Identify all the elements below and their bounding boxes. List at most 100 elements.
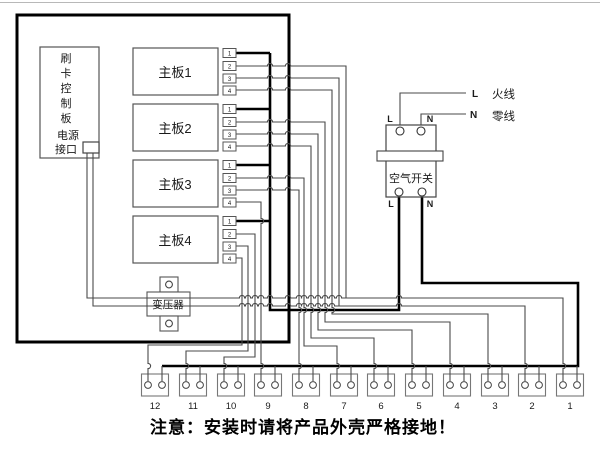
mainboard-1: 主板1 1 2 3 4 <box>132 47 237 96</box>
mainboard-terminal-number: 2 <box>228 177 232 183</box>
block7-feed-wire <box>236 174 341 381</box>
terminal-block-right-screw <box>234 381 242 389</box>
terminal-block-11: 11 <box>178 373 208 412</box>
transformer-label: 变压器 <box>152 298 184 311</box>
live-supply-wire <box>399 92 466 127</box>
block4-feed-wire <box>236 118 454 381</box>
card-control-board-char: 制 <box>61 97 72 110</box>
terminal-block-right-screw <box>309 381 317 389</box>
terminal-block-number: 12 <box>150 401 161 412</box>
mainboard-terminal-number: 2 <box>228 121 232 127</box>
terminal-block-number: 3 <box>492 401 497 412</box>
terminal-block-number: 8 <box>303 401 308 412</box>
terminal-block-12: 12 <box>140 373 170 412</box>
terminal-block-left-screw <box>408 381 416 389</box>
block9-feed-wire <box>236 201 265 381</box>
terminal-block-right-screw <box>460 381 468 389</box>
air-switch-top-n-label: N <box>427 114 434 124</box>
block6-feed-wire <box>236 142 378 381</box>
mainboard-terminal-number: 2 <box>228 65 232 71</box>
neutral-terminal-letter: N <box>470 110 477 121</box>
terminal-block-left-screw <box>144 381 152 389</box>
mainboard-terminal-number: 4 <box>228 201 232 207</box>
mainboard-box <box>132 159 219 208</box>
block5-feed-wire <box>236 130 416 381</box>
mainboard-terminal-number: 1 <box>228 52 232 58</box>
mainboard-terminal <box>222 216 237 226</box>
air-switch: L N L N 空气开关 <box>376 114 444 209</box>
mainboard-terminal <box>222 229 237 239</box>
transformer-bottom-hole <box>165 319 173 328</box>
card-control-board-char: 板 <box>61 111 72 125</box>
terminal-block-right-screw <box>384 381 392 389</box>
terminal-block-9: 9 <box>253 373 283 412</box>
terminal-block-left-screw <box>333 381 341 389</box>
mainboard-terminal <box>222 173 237 183</box>
power-port-label-line1: 电源 <box>57 128 79 142</box>
transformer-top-hole <box>165 280 173 289</box>
mainboard-terminal-number: 4 <box>228 89 232 95</box>
terminal-block-right-screw <box>535 381 543 389</box>
terminal-block-6: 6 <box>366 373 396 412</box>
terminal-block-number: 4 <box>454 401 459 412</box>
transformer <box>146 276 191 332</box>
terminal-block-right-screw <box>196 381 204 389</box>
mainboard-box <box>132 47 219 96</box>
terminal-block-number: 7 <box>341 401 346 412</box>
terminal-block-left-screw <box>370 381 378 389</box>
terminal-block-number: 11 <box>188 401 198 412</box>
terminal-block-4: 4 <box>442 373 472 412</box>
terminal-block-2: 2 <box>517 373 547 412</box>
terminal-block-10: 10 <box>216 373 246 412</box>
terminal-block-left-screw <box>521 381 529 389</box>
terminal-block-right-screw <box>271 381 279 389</box>
terminal-block-right-screw <box>573 381 581 389</box>
mainboard-terminal-number: 2 <box>228 233 232 239</box>
mainboard-terminal-number: 1 <box>228 164 232 170</box>
mainboard-terminal-number: 1 <box>228 220 232 226</box>
air-switch-label: 空气开关 <box>389 171 433 185</box>
top-divider <box>0 2 600 3</box>
mainboard-terminal <box>222 104 237 114</box>
grounding-warning: 注意：安装时请将产品外壳严格接地！ <box>150 418 456 437</box>
terminal-block-8: 8 <box>291 373 321 412</box>
terminal-block-right-screw <box>422 381 430 389</box>
terminal-block-left-screw <box>484 381 492 389</box>
air-switch-bottom-n-label: N <box>427 199 434 209</box>
mainboard-terminal-number: 3 <box>228 245 232 251</box>
board1-out2-wire <box>236 62 347 298</box>
power-port-connector <box>82 141 100 154</box>
card-control-board-box <box>39 46 100 159</box>
neutral-supply-wire <box>420 113 466 127</box>
air-switch-top-l-label: L <box>387 114 393 124</box>
mainboard-label: 主板3 <box>158 177 191 192</box>
card-control-board-char: 卡 <box>61 67 72 80</box>
mainboard-terminal-number: 3 <box>228 77 232 83</box>
mainboard-label: 主板1 <box>158 65 191 80</box>
terminal-block-number: 10 <box>226 401 237 412</box>
mainboard-terminal <box>222 129 237 140</box>
terminal-block-left-screw <box>559 381 567 389</box>
transformer-body <box>146 291 191 317</box>
mainboard-box <box>132 215 219 264</box>
block8-feed-wire <box>236 186 303 381</box>
terminal-block-number: 6 <box>378 401 383 412</box>
mainboard-label: 主板2 <box>158 121 191 136</box>
air-switch-toggle-bar <box>376 150 444 162</box>
mainboard-terminal <box>222 185 237 196</box>
terminal-block-number: 2 <box>529 401 534 412</box>
terminal-block-right-screw <box>498 381 506 389</box>
block11-feed-wire <box>185 245 249 381</box>
mainboard-terminal-number: 3 <box>228 133 232 139</box>
air-switch-bottom-n-terminal <box>417 187 427 197</box>
terminal-block-3: 3 <box>480 373 510 412</box>
mainboard-terminal <box>222 48 237 58</box>
mainboard-terminal-number: 4 <box>228 145 232 151</box>
mainboard-terminal <box>222 73 237 84</box>
terminal-block-5: 5 <box>404 373 434 412</box>
air-switch-top-n-terminal <box>416 126 426 136</box>
